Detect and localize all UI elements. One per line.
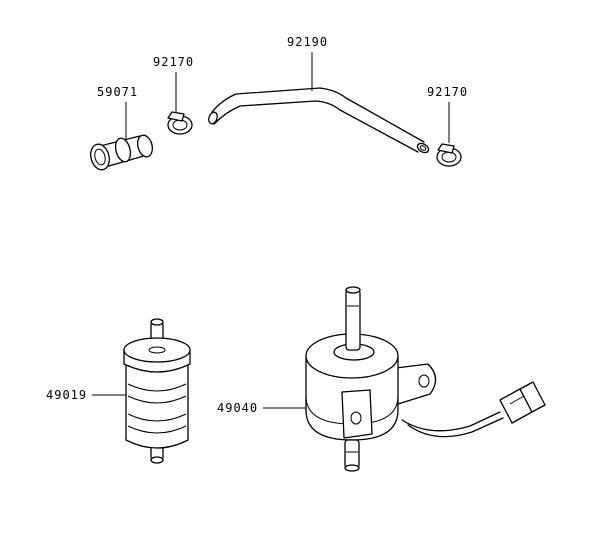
fuel-hose-drawing <box>208 87 430 154</box>
joint-pipe-collar <box>114 137 132 163</box>
pump-bracket-front <box>341 389 373 439</box>
filter-body <box>125 355 189 449</box>
pump-bracket-right <box>395 363 437 405</box>
joint-pipe-drawing <box>90 134 153 171</box>
fuel-hose-upper-edge <box>211 87 425 143</box>
pump-bracket-right-hole <box>418 374 430 388</box>
fuel-hose-left-end <box>208 111 218 125</box>
pump-connector-plug <box>519 381 546 413</box>
pump-bracket-front-hole <box>350 411 362 425</box>
pump-inlet-tip <box>345 286 361 294</box>
filter-top-boss <box>148 346 166 354</box>
part-number-49019: 49019 <box>46 388 87 402</box>
filter-outlet-tip <box>150 456 164 464</box>
clamp-right-tab <box>437 143 455 154</box>
filter-band-4 <box>127 425 187 434</box>
part-number-92170-right: 92170 <box>427 85 468 99</box>
fuel-hose-right-end <box>416 142 430 154</box>
joint-pipe-end-left <box>90 143 110 171</box>
fuel-pump-drawing <box>305 286 546 472</box>
filter-band-2 <box>127 395 187 404</box>
filter-band-1 <box>127 383 187 392</box>
filter-top-face <box>123 337 191 363</box>
label-49040: 49040 <box>217 401 306 415</box>
pump-inlet-pipe <box>345 289 361 351</box>
label-92190: 92190 <box>287 35 328 91</box>
pump-outlet-pipe <box>344 439 360 469</box>
clamp-right-drawing <box>436 143 462 167</box>
label-59071: 59071 <box>97 85 138 142</box>
fuel-hose-lower-edge <box>213 100 419 153</box>
fuel-hose-right-bore <box>419 145 427 151</box>
pump-connector-detail <box>509 395 525 405</box>
pump-wire <box>401 411 501 432</box>
filter-inlet-tip <box>150 318 164 326</box>
pump-wire-2 <box>407 417 504 438</box>
clamp-left-tab <box>167 111 185 122</box>
part-number-92190: 92190 <box>287 35 328 49</box>
part-number-49040: 49040 <box>217 401 258 415</box>
joint-pipe-end-right <box>137 134 153 158</box>
part-number-59071: 59071 <box>97 85 138 99</box>
joint-pipe-bore <box>94 148 106 166</box>
label-92170-left: 92170 <box>153 55 194 113</box>
fuel-filter-drawing <box>123 318 191 464</box>
label-49019: 49019 <box>46 388 134 402</box>
filter-band-3 <box>127 413 187 422</box>
pump-outlet-tip <box>344 464 360 472</box>
label-92170-right: 92170 <box>427 85 468 143</box>
clamp-left-drawing <box>167 111 193 135</box>
part-number-92170-left: 92170 <box>153 55 194 69</box>
